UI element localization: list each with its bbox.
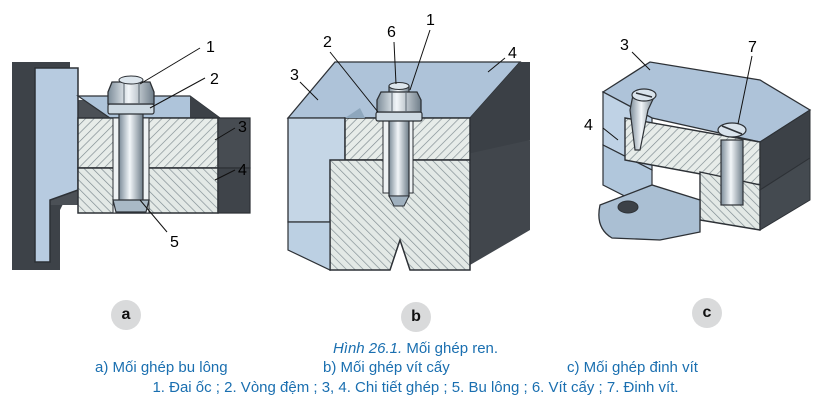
panel-label-c: c: [692, 298, 722, 328]
plate-4-section-b: [329, 159, 471, 271]
callout-a-5: 5: [170, 234, 179, 251]
bolt-5: [118, 107, 144, 209]
panel-c-screw-joint: 3 7 4: [584, 37, 812, 241]
caption-parts: a) Mối ghép bu lông b) Mối ghép vít cấy …: [0, 359, 831, 379]
washer-2: [107, 103, 155, 115]
panel-label-a: a: [111, 300, 141, 330]
callout-b-6: 6: [387, 24, 396, 41]
callout-c-3: 3: [620, 37, 629, 54]
callout-b-3: 3: [290, 67, 299, 84]
callout-a-3: 3: [238, 119, 247, 136]
callout-a-4: 4: [238, 162, 247, 179]
washer-2-b: [375, 111, 423, 122]
panel-label-b: b: [401, 302, 431, 332]
callout-c-7: 7: [748, 39, 757, 56]
caption-part-c: c) Mối ghép đinh vít: [567, 359, 698, 376]
nut-1: [107, 81, 155, 105]
callout-c-4: 4: [584, 117, 593, 134]
caption-figure-number: Hình 26.1.: [332, 340, 403, 357]
panel-b-stud-joint: 2 6 1 4 3: [286, 12, 530, 271]
screw-7: [720, 139, 744, 206]
callout-b-2: 2: [323, 34, 332, 51]
callout-a-2: 2: [210, 71, 219, 88]
caption-part-b: b) Mối ghép vít cấy: [323, 359, 450, 376]
callout-b-1: 1: [426, 12, 435, 29]
figure-caption: Hình 26.1. Mối ghép ren.: [0, 339, 831, 358]
threaded-joints-figure: 1 2 3 4 5: [12, 12, 812, 271]
caption-title: Mối ghép ren.: [402, 340, 499, 357]
callout-a-1: 1: [206, 39, 215, 56]
caption-legend: 1. Đai ốc ; 2. Vòng đệm ; 3, 4. Chi tiết…: [152, 379, 679, 396]
caption-part-a: a) Mối ghép bu lông: [95, 359, 228, 376]
panel-a-bolt-joint: 1 2 3 4 5: [12, 39, 251, 270]
nut-1-b: [376, 91, 422, 113]
callout-b-4: 4: [508, 45, 517, 62]
